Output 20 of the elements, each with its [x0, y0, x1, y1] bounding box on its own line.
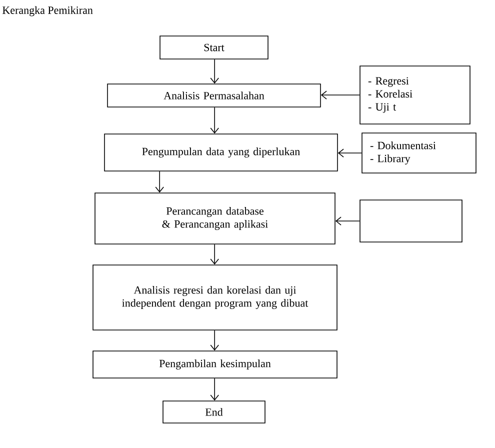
process-box: Pengumpulan data yang diperlukan	[104, 134, 338, 172]
process-box: Analisis Permasalahan	[107, 84, 321, 108]
list-box: - Dokumentasi - Library	[362, 132, 476, 174]
arrow	[210, 378, 219, 401]
process-box: Perancangan database & Perancangan aplikasi	[94, 192, 336, 244]
arrow	[210, 244, 219, 265]
arrow	[320, 90, 360, 100]
arrow	[210, 59, 219, 84]
process-box: Analisis regresi dan korelasi dan uji independent dengan program yang dibuat	[92, 264, 338, 330]
arrow	[335, 216, 360, 226]
arrow	[155, 171, 164, 193]
terminal-box: Start	[160, 36, 268, 60]
arrow	[210, 107, 219, 134]
list-box: - Regresi - Korelasi - Uji t	[360, 66, 470, 124]
terminal-box: End	[162, 400, 266, 424]
arrow	[338, 148, 362, 158]
arrow	[210, 330, 219, 351]
heading: Kerangka Pemikiran	[2, 6, 93, 16]
list-box	[360, 200, 462, 242]
process-box: Pengambilan kesimpulan	[92, 350, 338, 378]
